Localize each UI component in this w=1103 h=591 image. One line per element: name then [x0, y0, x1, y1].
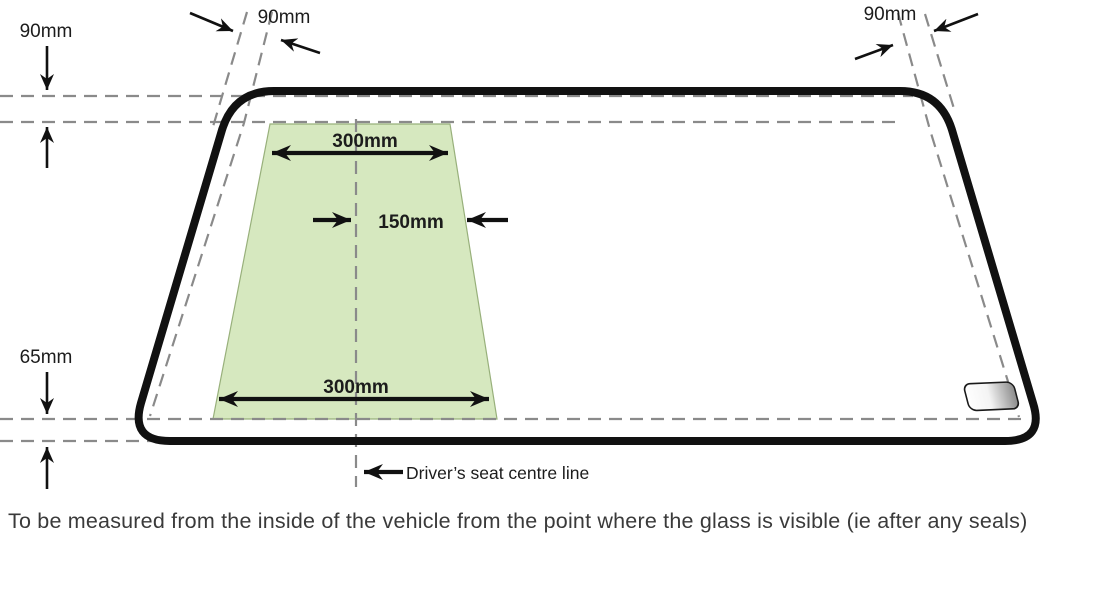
top-right-90mm-left-arrow: [854, 43, 894, 61]
zone-half-width-label: 150mm: [378, 212, 444, 233]
centre-line-label: Driver’s seat centre line: [406, 463, 589, 483]
top-centre-90mm-left-arrow: [189, 11, 234, 33]
top-right-90mm-label: 90mm: [864, 4, 917, 25]
windscreen-outline: [134, 87, 1040, 445]
zone-top-width-label: 300mm: [332, 131, 398, 152]
top-centre-90mm-label: 90mm: [258, 7, 311, 28]
left-90mm-offset-dashed-line: [148, 11, 274, 417]
top-left-90mm-label: 90mm: [20, 21, 73, 42]
zone-bottom-width-label: 300mm: [323, 377, 389, 398]
right-90mm-offset-dashed-line: [896, 12, 1021, 418]
top-right-90mm-right-arrow: [933, 12, 979, 33]
mirror-patch: [963, 381, 1020, 412]
top-centre-90mm-right-arrow: [280, 38, 321, 55]
diagram-caption: To be measured from the inside of the ve…: [8, 509, 1027, 533]
bottom-left-65mm-label: 65mm: [20, 347, 73, 368]
right-glass-edge-extension-dashed-line: [923, 13, 957, 113]
